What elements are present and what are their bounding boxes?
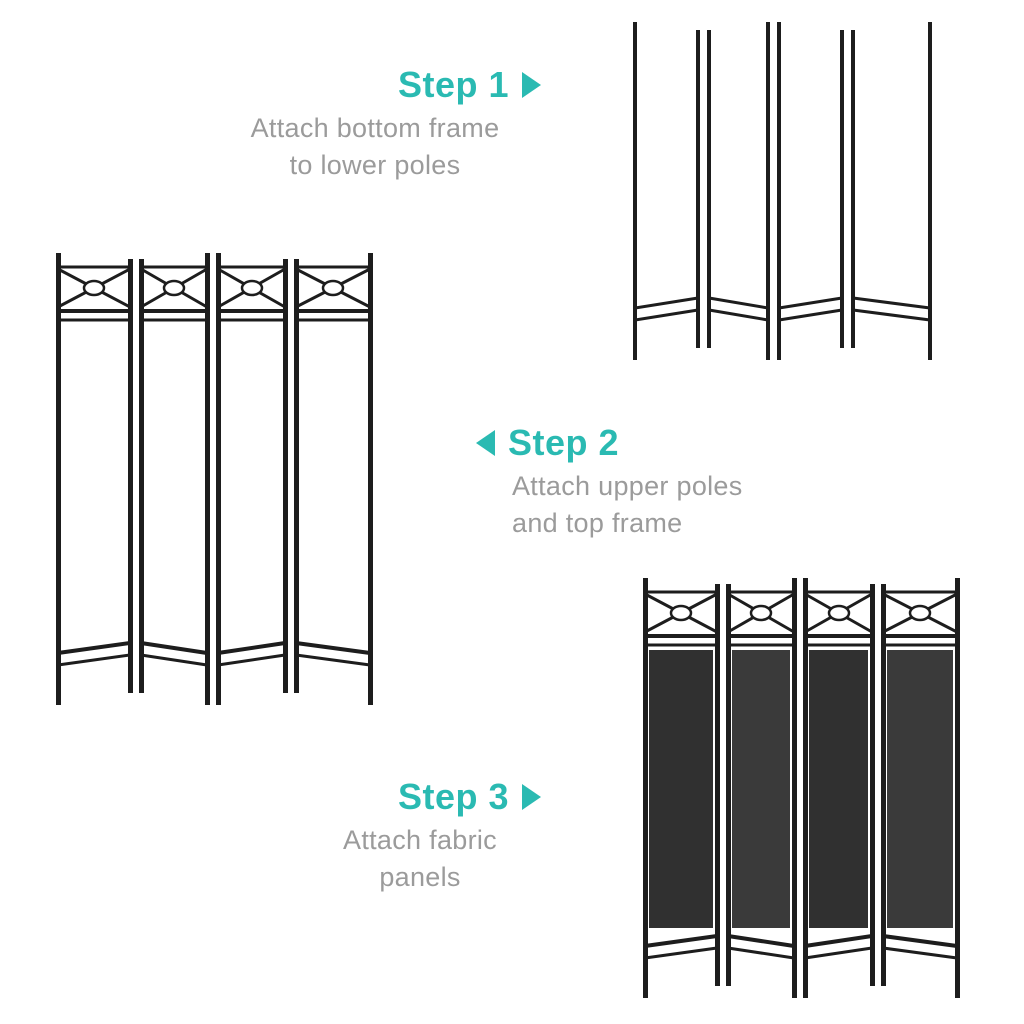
step-3-description-line-1: Attach fabric: [343, 825, 497, 855]
step-2-title: Step 2: [476, 422, 619, 464]
lower-poles-with-bottom-frame-illustration: [633, 22, 932, 360]
step-2-description: Attach upper poles and top frame: [512, 468, 832, 542]
step-3-label: Step 3: [398, 776, 510, 817]
right-arrow-icon-2: [522, 784, 542, 810]
step-1-description-line-2: to lower poles: [289, 150, 461, 180]
step-2-label: Step 2: [508, 422, 620, 463]
right-arrow-icon: [522, 72, 542, 98]
step-2-description-line-1: Attach upper poles: [512, 471, 743, 501]
step-3-description-line-2: panels: [379, 862, 461, 892]
left-arrow-icon: [476, 430, 495, 456]
step-1-title: Step 1: [398, 64, 542, 106]
step-3-description: Attach fabric panels: [280, 822, 560, 896]
step-1-label: Step 1: [398, 64, 510, 105]
step-2-description-line-2: and top frame: [512, 508, 683, 538]
assembled-frame-illustration: [56, 253, 373, 705]
frame-with-fabric-panels-illustration: [643, 578, 960, 998]
step-1-description-line-1: Attach bottom frame: [250, 113, 500, 143]
step-1-description: Attach bottom frame to lower poles: [205, 110, 545, 184]
step-3-title: Step 3: [398, 776, 542, 818]
